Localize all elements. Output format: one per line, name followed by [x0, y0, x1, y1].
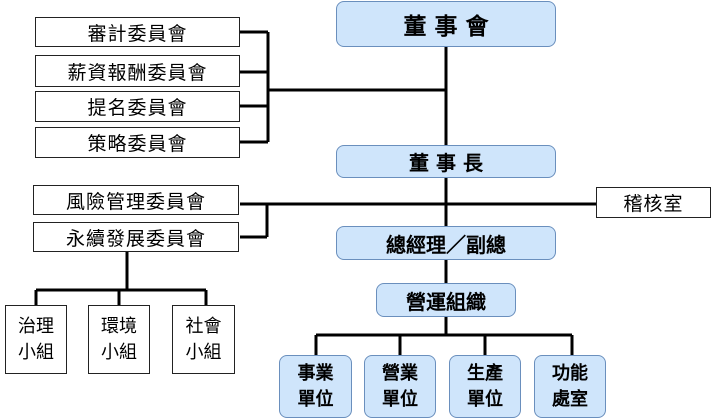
- unit-label: 單位: [467, 388, 503, 410]
- unit-label: 事業: [297, 362, 334, 384]
- committee-box: 提名委員會: [35, 91, 240, 122]
- committee-box: 審計委員會: [35, 17, 240, 47]
- group-label: 社會: [185, 315, 222, 337]
- unit-label: 單位: [297, 388, 334, 410]
- unit-label: 營業: [382, 362, 418, 384]
- board-box: 董 事 會: [336, 1, 556, 47]
- unit-box: 營業單位: [364, 355, 436, 418]
- operations-box: 營運組織: [376, 283, 516, 317]
- unit-label: 單位: [382, 388, 418, 410]
- unit-box: 功能處室: [534, 355, 606, 418]
- unit-label: 處室: [552, 388, 588, 410]
- unit-label: 功能: [552, 362, 588, 384]
- group-label: 小組: [101, 341, 137, 363]
- group-label: 治理: [18, 315, 54, 337]
- gm-box: 總經理／副總: [336, 226, 556, 260]
- audit-office-box: 稽核室: [596, 187, 711, 218]
- committee-box: 策略委員會: [35, 127, 240, 158]
- committee-box: 薪資報酬委員會: [35, 55, 240, 87]
- group-label: 小組: [18, 341, 54, 363]
- chairman-box: 董 事 長: [336, 145, 556, 178]
- unit-box: 事業單位: [279, 355, 352, 418]
- group-label: 小組: [185, 341, 222, 363]
- group-label: 環境: [101, 315, 137, 337]
- group-box: 社會小組: [172, 305, 235, 374]
- unit-label: 生產: [467, 362, 503, 384]
- unit-box: 生產單位: [449, 355, 521, 418]
- group-box: 治理小組: [5, 305, 67, 374]
- committee-box: 風險管理委員會: [33, 185, 239, 215]
- group-box: 環境小組: [88, 305, 150, 374]
- committee-box: 永續發展委員會: [33, 222, 239, 252]
